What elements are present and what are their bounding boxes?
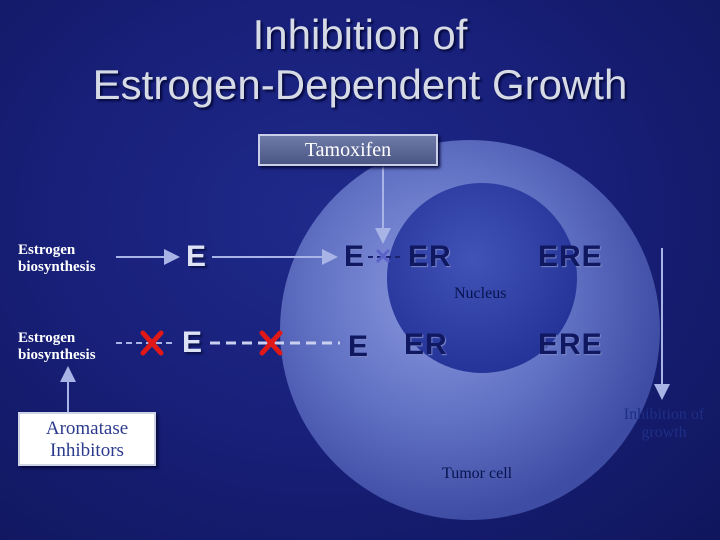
row2-complex: ERE — [538, 328, 603, 362]
title-line-1: Inhibition of — [0, 10, 720, 60]
row1-estrogen-inside: E — [344, 240, 365, 274]
nucleus-label: Nucleus — [454, 285, 506, 303]
row2-receptor: ER — [404, 328, 448, 362]
tamoxifen-label-box: Tamoxifen — [258, 134, 438, 166]
aromatase-inhibitors-box: Aromatase Inhibitors — [18, 412, 156, 466]
title-line-2: Estrogen-Dependent Growth — [0, 60, 720, 110]
row2-estrogen-outside: E — [182, 326, 203, 360]
row2-estrogen-inside: E — [348, 330, 369, 364]
growth-inhibition-label: Inhibition of growth — [612, 406, 716, 442]
row1-source-label: Estrogen biosynthesis — [18, 242, 138, 276]
row2-source-label: Estrogen biosynthesis — [18, 330, 138, 364]
row1-receptor: ER — [408, 240, 452, 274]
tumor-cell-label: Tumor cell — [442, 465, 512, 483]
slide-title: Inhibition of Estrogen-Dependent Growth — [0, 10, 720, 110]
row1-complex: ERE — [538, 240, 603, 274]
row1-estrogen-outside: E — [186, 240, 207, 274]
